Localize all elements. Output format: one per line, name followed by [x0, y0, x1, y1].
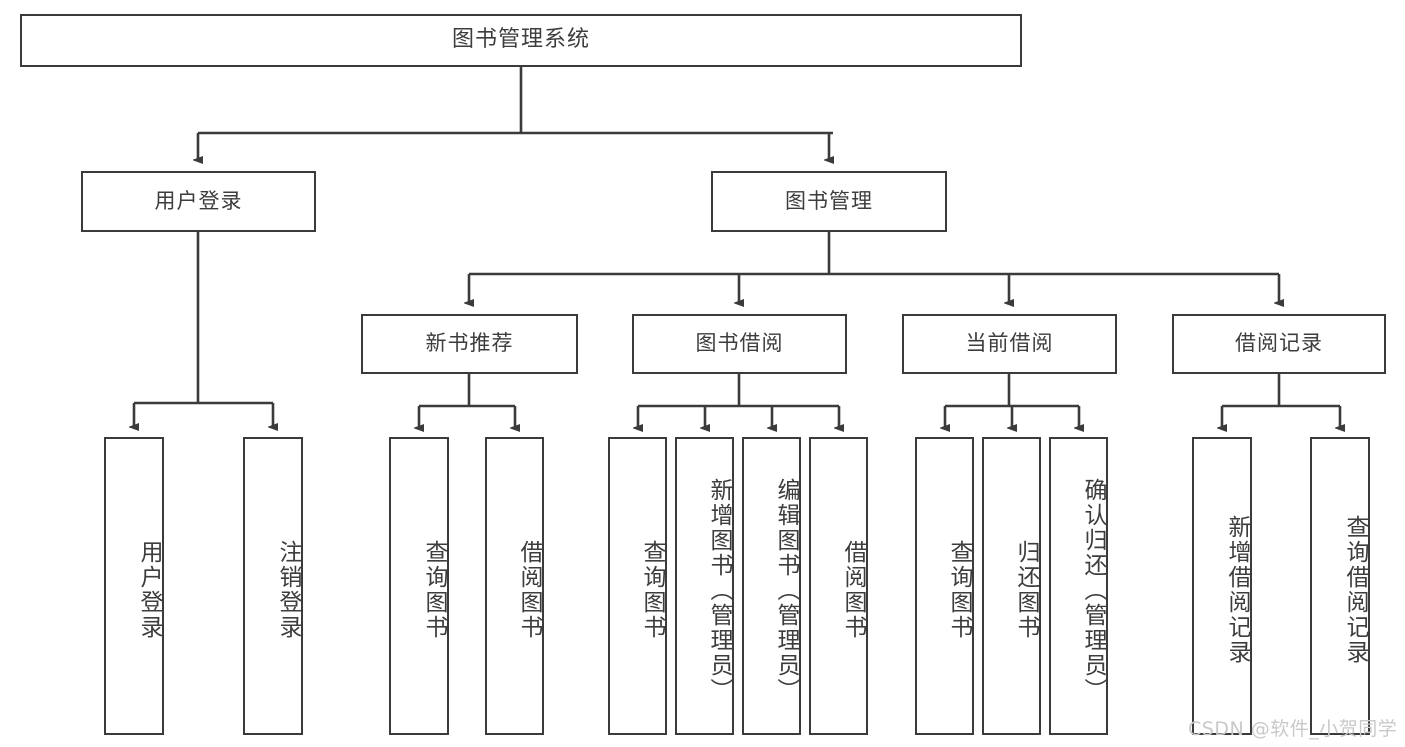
node-book-management[interactable]: 图书管理	[711, 171, 947, 232]
node-label: 确认归还（管理员）	[1080, 477, 1106, 703]
node-user-login[interactable]: 用户登录	[81, 171, 316, 232]
leaf-query-borrow-record[interactable]: 查询借阅记录	[1310, 437, 1370, 735]
node-label: 图书管理	[785, 188, 873, 213]
node-label: 借阅图书	[840, 540, 866, 640]
node-new-book-recommend[interactable]: 新书推荐	[361, 314, 578, 374]
node-label: 新书推荐	[425, 331, 514, 356]
leaf-query-books-recommend[interactable]: 查询图书	[389, 437, 449, 735]
leaf-add-borrow-record[interactable]: 新增借阅记录	[1192, 437, 1252, 735]
csdn-watermark: CSDN @软件_小贺同学	[1188, 718, 1398, 740]
node-current-borrow[interactable]: 当前借阅	[902, 314, 1117, 374]
leaf-query-books-current[interactable]: 查询图书	[915, 437, 974, 735]
node-label: 新增图书（管理员）	[706, 477, 732, 703]
node-label: 编辑图书（管理员）	[773, 477, 799, 703]
node-label: 借阅记录	[1235, 331, 1323, 356]
node-label: 用户登录	[136, 540, 162, 640]
leaf-user-login[interactable]: 用户登录	[104, 437, 164, 735]
node-label: 用户登录	[154, 188, 243, 213]
leaf-borrow-books[interactable]: 借阅图书	[809, 437, 868, 735]
node-label: 查询借阅记录	[1342, 515, 1368, 665]
leaf-logout[interactable]: 注销登录	[243, 437, 303, 735]
node-book-borrow[interactable]: 图书借阅	[632, 314, 847, 374]
node-label: 查询图书	[946, 540, 972, 640]
node-label: 当前借阅	[965, 331, 1054, 356]
node-label: 归还图书	[1013, 540, 1039, 640]
node-label: 查询图书	[421, 540, 447, 640]
node-label: 新增借阅记录	[1224, 515, 1250, 665]
node-borrow-record[interactable]: 借阅记录	[1172, 314, 1386, 374]
leaf-borrow-books-recommend[interactable]: 借阅图书	[485, 437, 544, 735]
leaf-return-books[interactable]: 归还图书	[982, 437, 1041, 735]
leaf-query-books-borrow[interactable]: 查询图书	[608, 437, 667, 735]
leaf-confirm-return-admin[interactable]: 确认归还（管理员）	[1049, 437, 1108, 735]
leaf-add-book-admin[interactable]: 新增图书（管理员）	[675, 437, 734, 735]
node-label: 查询图书	[639, 540, 665, 640]
node-label: 注销登录	[275, 540, 301, 640]
node-root-system[interactable]: 图书管理系统	[20, 14, 1022, 67]
leaf-edit-book-admin[interactable]: 编辑图书（管理员）	[742, 437, 801, 735]
node-label: 图书借阅	[695, 331, 784, 356]
node-label: 借阅图书	[516, 540, 542, 640]
node-label: 图书管理系统	[451, 27, 590, 53]
